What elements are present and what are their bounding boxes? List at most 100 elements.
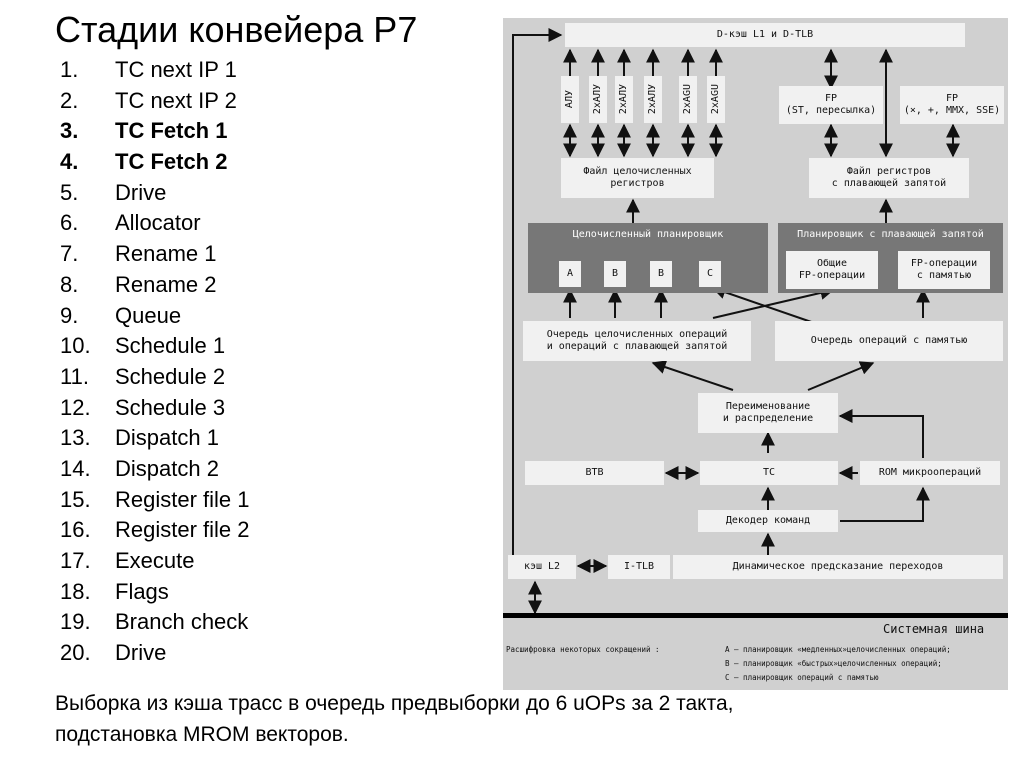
l2-cache-box: кэш L2 [508, 555, 576, 579]
slide-footer: Выборка из кэша трасс в очередь предвыбо… [55, 688, 995, 750]
alu-unit: 2хАЛУ [615, 76, 633, 123]
legend-title: Расшифровка некоторых сокращений : [506, 645, 660, 654]
stage-item: 12. Schedule 3 [60, 393, 250, 424]
stage-number: 12. [60, 394, 91, 420]
fp-st-unit: FP(ST, пересылка) [779, 86, 883, 124]
stage-label: Rename 2 [115, 271, 217, 297]
rom-microops-box: ROM микроопераций [860, 461, 1000, 485]
legend-item: A — планировщик «медленных»целочисленных… [725, 645, 951, 654]
stage-number: 2. [60, 87, 79, 113]
stage-number: 18. [60, 578, 91, 604]
stage-item: 1. TC next IP 1 [60, 55, 250, 86]
stage-item: 17. Execute [60, 546, 250, 577]
alu-unit: 2хАЛУ [589, 76, 607, 123]
itlb-box: I-TLB [608, 555, 670, 579]
stage-number: 10. [60, 333, 91, 359]
stage-label: Dispatch 2 [115, 455, 219, 481]
stage-number: 8. [60, 271, 79, 297]
stage-item: 3. TC Fetch 1 [60, 116, 250, 147]
stage-number: 19. [60, 609, 91, 635]
stage-item: 18. Flags [60, 577, 250, 608]
stage-label: Schedule 1 [115, 333, 226, 359]
stage-number: 16. [60, 517, 91, 543]
stage-label: Drive [115, 179, 167, 205]
stage-number: 4. [60, 149, 79, 175]
stage-item: 11. Schedule 2 [60, 362, 250, 393]
stage-number: 14. [60, 455, 91, 481]
stage-label: TC next IP 1 [115, 57, 237, 82]
stage-number: 6. [60, 210, 79, 236]
int-scheduler-title: Целочисленный планировщик [572, 229, 724, 240]
fp-mmx-sse-unit: FP(×, +, MMX, SSE) [900, 86, 1004, 124]
stage-number: 11. [60, 363, 89, 389]
stage-item: 7.Rename 1 [60, 239, 250, 270]
footer-line: подстановка MROM векторов. [55, 723, 349, 746]
stage-number: 5. [60, 179, 79, 205]
stage-item: 16. Register file 2 [60, 515, 250, 546]
scheduler-unit-c: C [699, 261, 721, 287]
system-bus-label: Системная шина [883, 622, 985, 636]
branch-prediction-box: Динамическое предсказание переходов [673, 555, 1003, 579]
stage-item: 10. Schedule 1 [60, 331, 250, 362]
stage-number: 20. [60, 640, 91, 666]
stage-item: 9. Queue [60, 301, 250, 332]
stage-number: 17. [60, 548, 91, 573]
stage-item: 19. Branch check [60, 607, 250, 638]
dcache-l1-box: D-кэш L1 и D-TLB [565, 23, 965, 47]
stage-item: 2. TC next IP 2 [60, 86, 250, 117]
stage-label: Flags [115, 578, 169, 604]
stage-label: Register file 2 [115, 517, 250, 543]
instruction-decoder-box: Декодер команд [698, 510, 838, 532]
trace-cache-box: TC [700, 461, 838, 485]
legend-item: C — планировщик операций с памятью [725, 673, 879, 682]
stage-label: Dispatch 1 [115, 425, 219, 451]
stage-label: Allocator [115, 210, 201, 236]
stage-label: Schedule 2 [115, 363, 226, 389]
stage-number: 15. [60, 486, 91, 512]
scheduler-unit-b: B [604, 261, 626, 287]
stage-number: 13. [60, 425, 91, 451]
agu-unit: 2хAGU [707, 76, 725, 123]
memory-op-queue: Очередь операций с памятью [775, 321, 1003, 361]
agu-unit: 2хAGU [679, 76, 697, 123]
stage-label: Branch check [115, 609, 249, 635]
scheduler-unit-a: A [559, 261, 581, 287]
stage-item: 14. Dispatch 2 [60, 454, 250, 485]
stage-item: 8. Rename 2 [60, 270, 250, 301]
scheduler-unit-b: B [650, 261, 672, 287]
int-scheduler-panel: Целочисленный планировщик A B B C [528, 223, 768, 293]
slide-title: Стадии конвейера P7 [55, 9, 418, 50]
stage-label: TC Fetch 1 [115, 118, 228, 144]
stage-item: 5. Drive [60, 178, 250, 209]
stage-label: Register file 1 [115, 486, 250, 512]
fp-scheduler-title: Планировщик с плавающей запятой [797, 229, 984, 240]
stage-label: Drive [115, 640, 167, 666]
btb-box: BTB [525, 461, 664, 485]
stage-label: Queue [115, 302, 182, 328]
stage-label: Rename 1 [115, 241, 217, 267]
stage-label: Execute [115, 548, 195, 573]
stage-item: 20. Drive [60, 638, 250, 669]
pipeline-stage-list: 1. TC next IP 1 2. TC next IP 2 3. TC Fetch 1… [60, 55, 250, 669]
stage-item: 13. Dispatch 1 [60, 423, 250, 454]
p7-architecture-diagram: D-кэш L1 и D-TLB АЛУ 2хАЛУ 2хАЛУ 2хАЛУ 2… [503, 18, 1008, 690]
stage-label: TC next IP 2 [115, 87, 237, 113]
stage-item: 4. TC Fetch 2 [60, 147, 250, 178]
stage-label: TC Fetch 2 [115, 149, 228, 175]
alu-unit: АЛУ [561, 76, 579, 123]
stage-item: 6. Allocator [60, 208, 250, 239]
alu-unit: 2хАЛУ [644, 76, 662, 123]
stage-number: 3. [60, 118, 79, 144]
stage-number: 1. [60, 57, 79, 82]
stage-label: Schedule 3 [115, 394, 226, 420]
legend-item: B — планировщик «быстрых»целочисленных о… [725, 659, 942, 668]
stage-number: 9. [60, 302, 79, 328]
footer-line: Выборка из кэша трасс в очередь предвыбо… [55, 692, 734, 715]
